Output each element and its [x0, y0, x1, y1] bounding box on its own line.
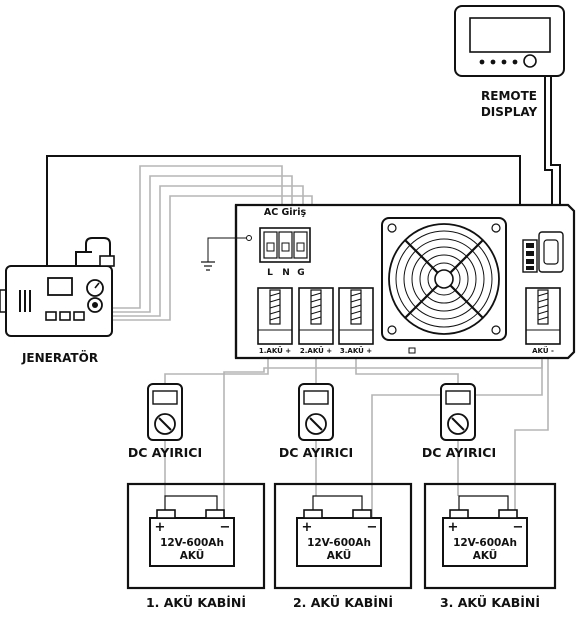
battery-minus-3: −: [513, 520, 524, 535]
battery-plus-2: +: [302, 520, 313, 535]
terminal-label-l: L: [267, 268, 273, 278]
ac-input-label: AC Giriş: [264, 207, 307, 218]
battery-name-2: AKÜ: [327, 548, 352, 562]
gray-power-wires: [112, 165, 549, 520]
battery-spec-1: 12V-600Ah: [160, 537, 224, 549]
dc-terminal-label-2: 2.AKÜ +: [300, 346, 332, 355]
battery-name-1: AKÜ: [180, 548, 205, 562]
battery-cabinet-2: [273, 482, 413, 590]
dc-terminal-label-3: 3.AKÜ +: [340, 346, 372, 355]
dc-disconnect-3: [440, 383, 476, 441]
cabinet-label-2: 2. AKÜ KABİNİ: [293, 595, 393, 610]
dc-disconnect-label-3: DC AYIRICI: [422, 445, 496, 460]
dc-terminal-label-1: 1.AKÜ +: [259, 346, 291, 355]
remote-display-label-line2: DISPLAY: [481, 105, 538, 119]
battery-name-3: AKÜ: [473, 548, 498, 562]
dc-disconnect-2: [298, 383, 334, 441]
remote-display-label-line1: REMOTE: [481, 89, 537, 103]
generator-label: JENERATÖR: [21, 350, 98, 365]
cabinet-label-1: 1. AKÜ KABİNİ: [146, 595, 246, 610]
dc-disconnect-1: [147, 383, 183, 441]
remote-display-unit: [454, 5, 565, 77]
battery-cabinet-3: [423, 482, 557, 590]
battery-plus-1: +: [155, 520, 166, 535]
dc-disconnect-label-1: DC AYIRICI: [128, 445, 202, 460]
dc-disconnect-label-2: DC AYIRICI: [279, 445, 353, 460]
battery-cabinet-1: [126, 482, 266, 590]
battery-spec-3: 12V-600Ah: [453, 537, 517, 549]
generator-unit: [0, 237, 115, 337]
cabinet-label-3: 3. AKÜ KABİNİ: [440, 595, 540, 610]
inverter-unit: [201, 203, 576, 360]
terminal-label-g: G: [297, 268, 304, 278]
battery-minus-2: −: [367, 520, 378, 535]
terminal-label-n: N: [282, 268, 290, 278]
battery-plus-3: +: [448, 520, 459, 535]
dc-terminal-label-neg: AKÜ -: [532, 346, 554, 355]
battery-minus-1: −: [220, 520, 231, 535]
battery-spec-2: 12V-600Ah: [307, 537, 371, 549]
